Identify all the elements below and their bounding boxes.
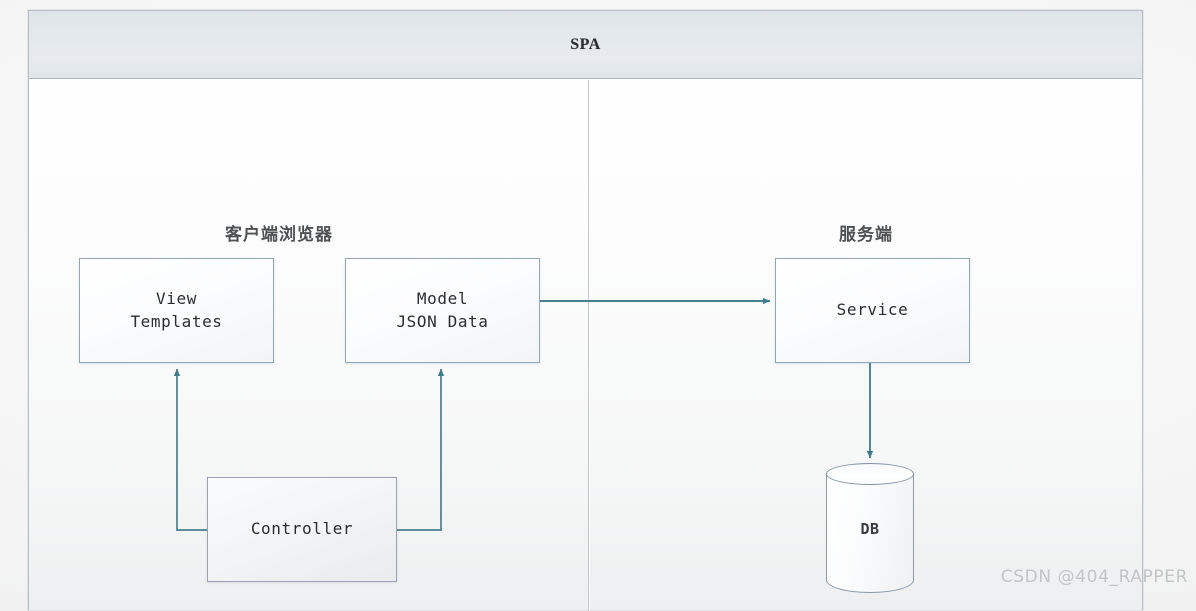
db-cylinder-top bbox=[826, 463, 914, 485]
node-service[interactable]: Service bbox=[775, 258, 970, 363]
node-db-cylinder[interactable]: DB bbox=[826, 463, 914, 593]
db-cylinder-body bbox=[826, 474, 914, 593]
lane-label-server: 服务端 bbox=[839, 225, 893, 245]
spa-body: 客户端浏览器 服务端 View bbox=[29, 80, 1142, 611]
node-model-line2: JSON Data bbox=[396, 311, 489, 331]
node-service-label: Service bbox=[836, 300, 909, 320]
node-view-templates-line2: Templates bbox=[130, 311, 223, 331]
spa-header-band: SPA bbox=[29, 11, 1142, 79]
node-model-json-data[interactable]: Model JSON Data bbox=[345, 258, 540, 363]
lane-divider bbox=[588, 80, 589, 611]
watermark-text: CSDN @404_RAPPER bbox=[1000, 567, 1188, 587]
edge-controller-to-model bbox=[397, 368, 445, 531]
node-view-templates[interactable]: View Templates bbox=[79, 258, 274, 363]
node-controller[interactable]: Controller bbox=[207, 477, 397, 582]
node-model-line1: Model bbox=[416, 288, 469, 308]
spa-title: SPA bbox=[570, 35, 601, 53]
node-view-templates-line1: View bbox=[156, 288, 197, 308]
node-controller-label: Controller bbox=[250, 519, 354, 539]
node-db-label: DB bbox=[860, 520, 880, 538]
spa-container-frame: SPA 客户端浏览器 服务端 bbox=[28, 10, 1143, 611]
edge-controller-to-view bbox=[173, 368, 207, 531]
lane-label-client: 客户端浏览器 bbox=[225, 225, 333, 245]
